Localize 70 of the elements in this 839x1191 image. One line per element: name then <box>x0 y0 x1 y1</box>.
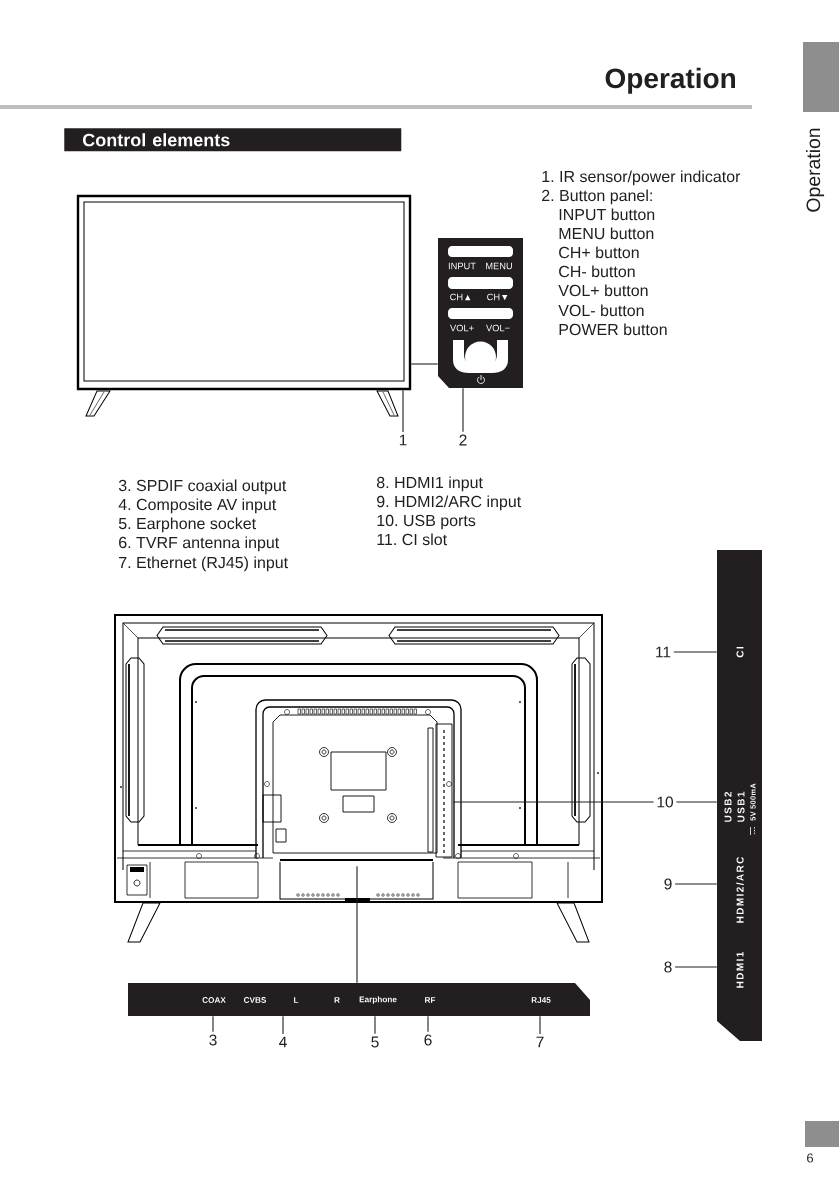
list-item: 5. Earphone socket <box>118 517 256 533</box>
list-item: 9. HDMI2/ARC input <box>377 495 522 511</box>
leader-line <box>539 1015 541 1035</box>
list-item: CH- button <box>559 265 635 278</box>
port-label: COAX <box>202 997 226 1003</box>
button-label: CH▼ <box>487 293 508 301</box>
list-item: CH+ button <box>559 246 639 259</box>
leader-line <box>674 966 718 968</box>
port-label: Earphone <box>359 996 397 1004</box>
tv-front-drawing <box>76 194 412 417</box>
callout-number: 4 <box>279 1036 287 1048</box>
callout-number: 2 <box>459 434 467 446</box>
callout-number: 9 <box>664 878 672 890</box>
tv-rear-drawing <box>114 614 603 943</box>
list-item: 4. Composite AV input <box>118 498 277 514</box>
callout-number: 10 <box>657 796 673 808</box>
button-label: CH▲ <box>450 293 471 301</box>
port-label: CVBS <box>243 997 267 1003</box>
section-banner: Control elements <box>64 128 402 152</box>
button-label: VOL− <box>486 324 510 332</box>
port-label: USB2 <box>724 792 732 822</box>
list-item: POWER button <box>559 323 667 336</box>
connector-strip <box>128 983 590 1016</box>
list-item: 3. SPDIF coaxial output <box>118 479 287 495</box>
button-label: VOL+ <box>450 324 474 332</box>
list-item: 11. CI slot <box>377 533 447 546</box>
port-label: HDMI1 <box>736 951 744 988</box>
leader-line <box>673 651 718 653</box>
port-label: RF <box>425 997 436 1003</box>
list-item: 6. TVRF antenna input <box>119 536 280 552</box>
list-item: 1. IR sensor/power indicator <box>542 170 741 186</box>
page-title: Operation <box>605 67 735 94</box>
leader-line <box>402 389 404 433</box>
list-item: INPUT button <box>559 208 655 221</box>
leader-line <box>374 1015 376 1035</box>
leader-line <box>452 801 655 803</box>
list-item: MENU button <box>559 227 654 240</box>
port-label: R <box>334 997 340 1003</box>
leader-line <box>212 1015 214 1033</box>
callout-number: 1 <box>399 434 407 446</box>
list-item: 7. Ethernet (RJ45) input <box>119 556 288 572</box>
callout-number: 7 <box>536 1036 544 1048</box>
button-label: INPUT <box>448 262 476 270</box>
callout-number: 8 <box>664 961 672 973</box>
page-number: 6 <box>807 1153 814 1163</box>
leader-line <box>674 883 718 885</box>
callout-number: 11 <box>656 646 671 658</box>
callout-number: 6 <box>424 1034 432 1046</box>
port-label: CI <box>736 647 744 658</box>
callout-number: 3 <box>209 1034 217 1046</box>
list-item: VOL+ button <box>558 284 648 297</box>
leader-line <box>356 865 358 984</box>
list-item: 10. USB ports <box>377 514 476 530</box>
list-item: 8. HDMI1 input <box>376 476 483 492</box>
callout-number: 5 <box>371 1036 379 1048</box>
leader-line <box>675 801 718 803</box>
port-label: RJ45 <box>531 997 551 1003</box>
leader-line <box>282 1015 284 1035</box>
list-item: 2. Button panel: <box>542 189 652 205</box>
button-panel <box>438 238 523 388</box>
port-label: HDMI2/ARC <box>736 856 744 923</box>
button-label: MENU <box>486 262 512 270</box>
connector-line <box>410 363 439 365</box>
connector-strip <box>717 550 762 1041</box>
leader-line <box>462 387 464 433</box>
port-label: L <box>294 997 299 1003</box>
side-heading: Operation <box>805 128 825 212</box>
list-item: VOL- button <box>558 304 644 317</box>
port-label: USB1 <box>737 791 745 822</box>
leader-line <box>427 1015 429 1033</box>
